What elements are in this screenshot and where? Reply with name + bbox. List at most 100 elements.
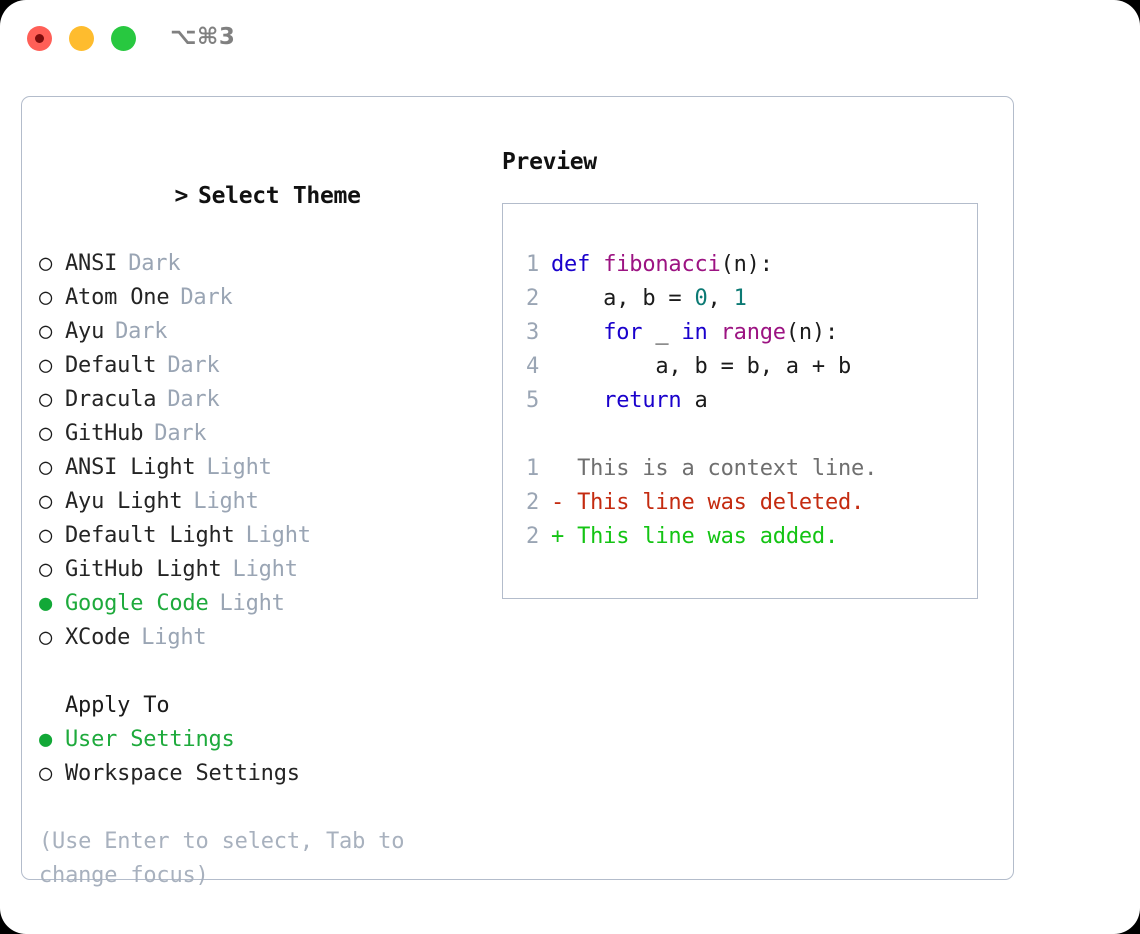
theme-variant-tag: Dark <box>167 387 220 412</box>
theme-option-label: ANSI <box>65 251 118 276</box>
select-theme-heading: > Select Theme <box>39 145 489 247</box>
code-token-plain: a, b = <box>551 286 695 311</box>
diff-line: 2+ This line was added. <box>503 520 977 554</box>
radio-unselected-icon: ○ <box>39 353 53 378</box>
theme-option-label: GitHub Light <box>65 557 222 582</box>
apply-to-option-label: User Settings <box>65 727 235 752</box>
diff-line: 2- This line was deleted. <box>503 486 977 520</box>
apply-to-heading: Apply To <box>65 693 170 718</box>
code-token-plain: a <box>681 388 708 413</box>
theme-option-label: Ayu <box>65 319 105 344</box>
theme-variant-tag: Light <box>232 557 298 582</box>
theme-option-label: XCode <box>65 625 131 650</box>
radio-unselected-icon: ○ <box>39 523 53 548</box>
diff-marker: + <box>551 524 565 549</box>
code-token-num: 1 <box>733 286 747 311</box>
radio-unselected-icon: ○ <box>39 319 53 344</box>
theme-variant-tag: Dark <box>167 353 220 378</box>
code-token-plain <box>551 388 603 413</box>
theme-option-label: ANSI Light <box>65 455 196 480</box>
code-line-content: for _ in range(n): <box>551 316 838 350</box>
maximize-button[interactable] <box>111 26 136 51</box>
minimize-button[interactable] <box>69 26 94 51</box>
apply-to-option-workspace-settings[interactable]: ○ Workspace Settings <box>39 757 489 791</box>
code-token-kw: for <box>603 320 643 345</box>
traffic-light-group <box>27 26 136 51</box>
radio-unselected-icon: ○ <box>39 761 53 786</box>
code-line-content: a, b = b, a + b <box>551 350 851 384</box>
apply-to-option-list: ●User Settings ○ Workspace Settings <box>39 723 489 791</box>
theme-option-xcode[interactable]: ○ XCode Light <box>39 621 489 655</box>
code-line-content: def fibonacci(n): <box>551 248 773 282</box>
code-token-fn: range <box>720 320 786 345</box>
close-button[interactable] <box>27 26 52 51</box>
recording-indicator-icon <box>35 34 44 43</box>
diff-line-number: 2 <box>525 490 539 515</box>
radio-unselected-icon: ○ <box>39 251 53 276</box>
code-line-number: 2 <box>525 286 539 311</box>
diff-sample: 1 This is a context line.2- This line wa… <box>503 452 977 554</box>
theme-variant-tag: Dark <box>115 319 168 344</box>
code-token-kw: return <box>603 388 682 413</box>
theme-option-default[interactable]: ○ Default Dark <box>39 349 489 383</box>
code-line: 5 return a <box>503 384 977 418</box>
code-token-plain: _ <box>642 320 682 345</box>
code-token-kw: def <box>551 252 604 277</box>
code-token-plain <box>551 320 603 345</box>
diff-line-content: This line was deleted. <box>564 490 865 515</box>
select-theme-heading-label: Select Theme <box>198 183 361 209</box>
radio-selected-icon: ● <box>39 591 53 616</box>
theme-option-atom-one[interactable]: ○ Atom One Dark <box>39 281 489 315</box>
theme-option-ayu-light[interactable]: ○ Ayu Light Light <box>39 485 489 519</box>
radio-unselected-icon: ○ <box>39 421 53 446</box>
theme-variant-tag: Light <box>219 591 285 616</box>
theme-option-label: GitHub <box>65 421 144 446</box>
code-token-plain: , <box>707 286 734 311</box>
radio-unselected-icon: ○ <box>39 625 53 650</box>
theme-option-label: Google Code <box>65 591 209 616</box>
radio-unselected-icon: ○ <box>39 285 53 310</box>
shortcut-title: ⌥⌘3 <box>170 24 236 50</box>
radio-unselected-icon: ○ <box>39 455 53 480</box>
code-token-plain: a, b = b, a + b <box>551 354 852 379</box>
theme-option-label: Default Light <box>65 523 235 548</box>
code-line-content: a, b = 0, 1 <box>551 282 747 316</box>
theme-option-label: Dracula <box>65 387 157 412</box>
diff-marker: - <box>551 490 565 515</box>
caret-icon: > <box>174 183 189 209</box>
apply-to-option-label: Workspace Settings <box>65 761 300 786</box>
radio-unselected-icon: ○ <box>39 489 53 514</box>
code-line-number: 4 <box>525 354 539 379</box>
diff-line: 1 This is a context line. <box>503 452 977 486</box>
code-token-plain: (n): <box>785 320 839 345</box>
theme-option-label: Atom One <box>65 285 170 310</box>
apply-to-option-user-settings[interactable]: ●User Settings <box>39 723 489 757</box>
theme-option-label: Ayu Light <box>65 489 183 514</box>
theme-option-dracula[interactable]: ○ Dracula Dark <box>39 383 489 417</box>
theme-option-label: Default <box>65 353 157 378</box>
diff-marker <box>551 452 564 486</box>
theme-variant-tag: Light <box>141 625 207 650</box>
keyboard-hint: (Use Enter to select, Tab to change focu… <box>39 829 405 888</box>
diff-line-content: This is a context line. <box>564 456 878 481</box>
theme-variant-tag: Dark <box>180 285 233 310</box>
theme-option-google-code[interactable]: ● Google Code Light <box>39 587 489 621</box>
code-token-plain: (n): <box>720 252 773 277</box>
preview-heading: Preview <box>502 149 597 175</box>
theme-option-ayu[interactable]: ○ Ayu Dark <box>39 315 489 349</box>
theme-variant-tag: Light <box>193 489 259 514</box>
diff-line-number: 1 <box>525 456 539 481</box>
code-line: 4 a, b = b, a + b <box>503 350 977 384</box>
radio-unselected-icon: ○ <box>39 387 53 412</box>
